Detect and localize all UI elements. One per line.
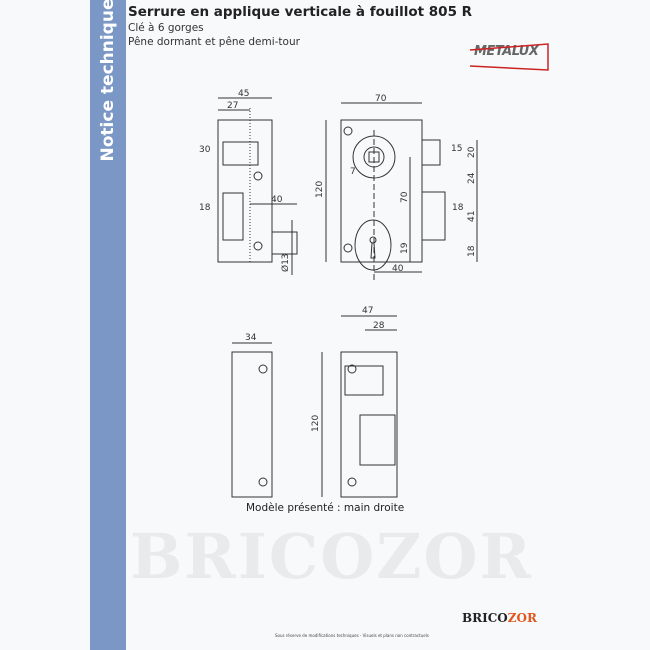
dim-spindle: 7 xyxy=(350,167,356,177)
dim-slot2: 18 xyxy=(199,203,211,213)
watermark: BRICOZOR xyxy=(130,520,534,593)
dim-front-height: 120 xyxy=(315,181,325,198)
front-view xyxy=(325,102,478,280)
back-view xyxy=(231,342,273,498)
footer-disclaimer: Sous réserve de modifications techniques… xyxy=(275,633,429,638)
dim-bolt: 40 xyxy=(271,195,283,205)
dim-r4: 18 xyxy=(467,245,477,257)
subtitle-bolt: Pêne dormant et pêne demi-tour xyxy=(128,36,300,48)
side-view xyxy=(217,97,298,275)
dim-slot1: 30 xyxy=(199,145,211,155)
dim-keyhole: 19 xyxy=(400,242,410,254)
dim-bolt1: 15 xyxy=(451,144,462,154)
dim-strike-width: 47 xyxy=(362,306,373,316)
dim-front-width: 70 xyxy=(375,94,387,104)
metalux-logo-frame xyxy=(469,43,549,71)
bricozor-logo: BRICOZOR xyxy=(462,611,537,625)
caption: Modèle présenté : main droite xyxy=(246,502,405,514)
subtitle-key: Clé à 6 gorges xyxy=(128,22,204,34)
dim-bottom: 40 xyxy=(392,264,404,274)
dim-side-offset: 27 xyxy=(227,101,238,111)
sidebar-band: Notice technique xyxy=(90,0,126,650)
strike-view xyxy=(321,315,398,498)
dim-diameter: Ø13 xyxy=(280,253,291,272)
dim-r2: 24 xyxy=(467,172,477,184)
dim-r3: 41 xyxy=(467,211,477,222)
dim-bolt2: 18 xyxy=(452,203,464,213)
dim-strike-height: 120 xyxy=(311,415,321,432)
dim-pitch: 70 xyxy=(400,191,410,203)
page-title: Serrure en applique verticale à fouillot… xyxy=(128,4,473,20)
dim-r1: 20 xyxy=(467,146,477,158)
dim-back-width: 34 xyxy=(245,333,257,343)
dim-strike-inner: 28 xyxy=(373,321,385,331)
dim-side-width: 45 xyxy=(238,89,249,99)
